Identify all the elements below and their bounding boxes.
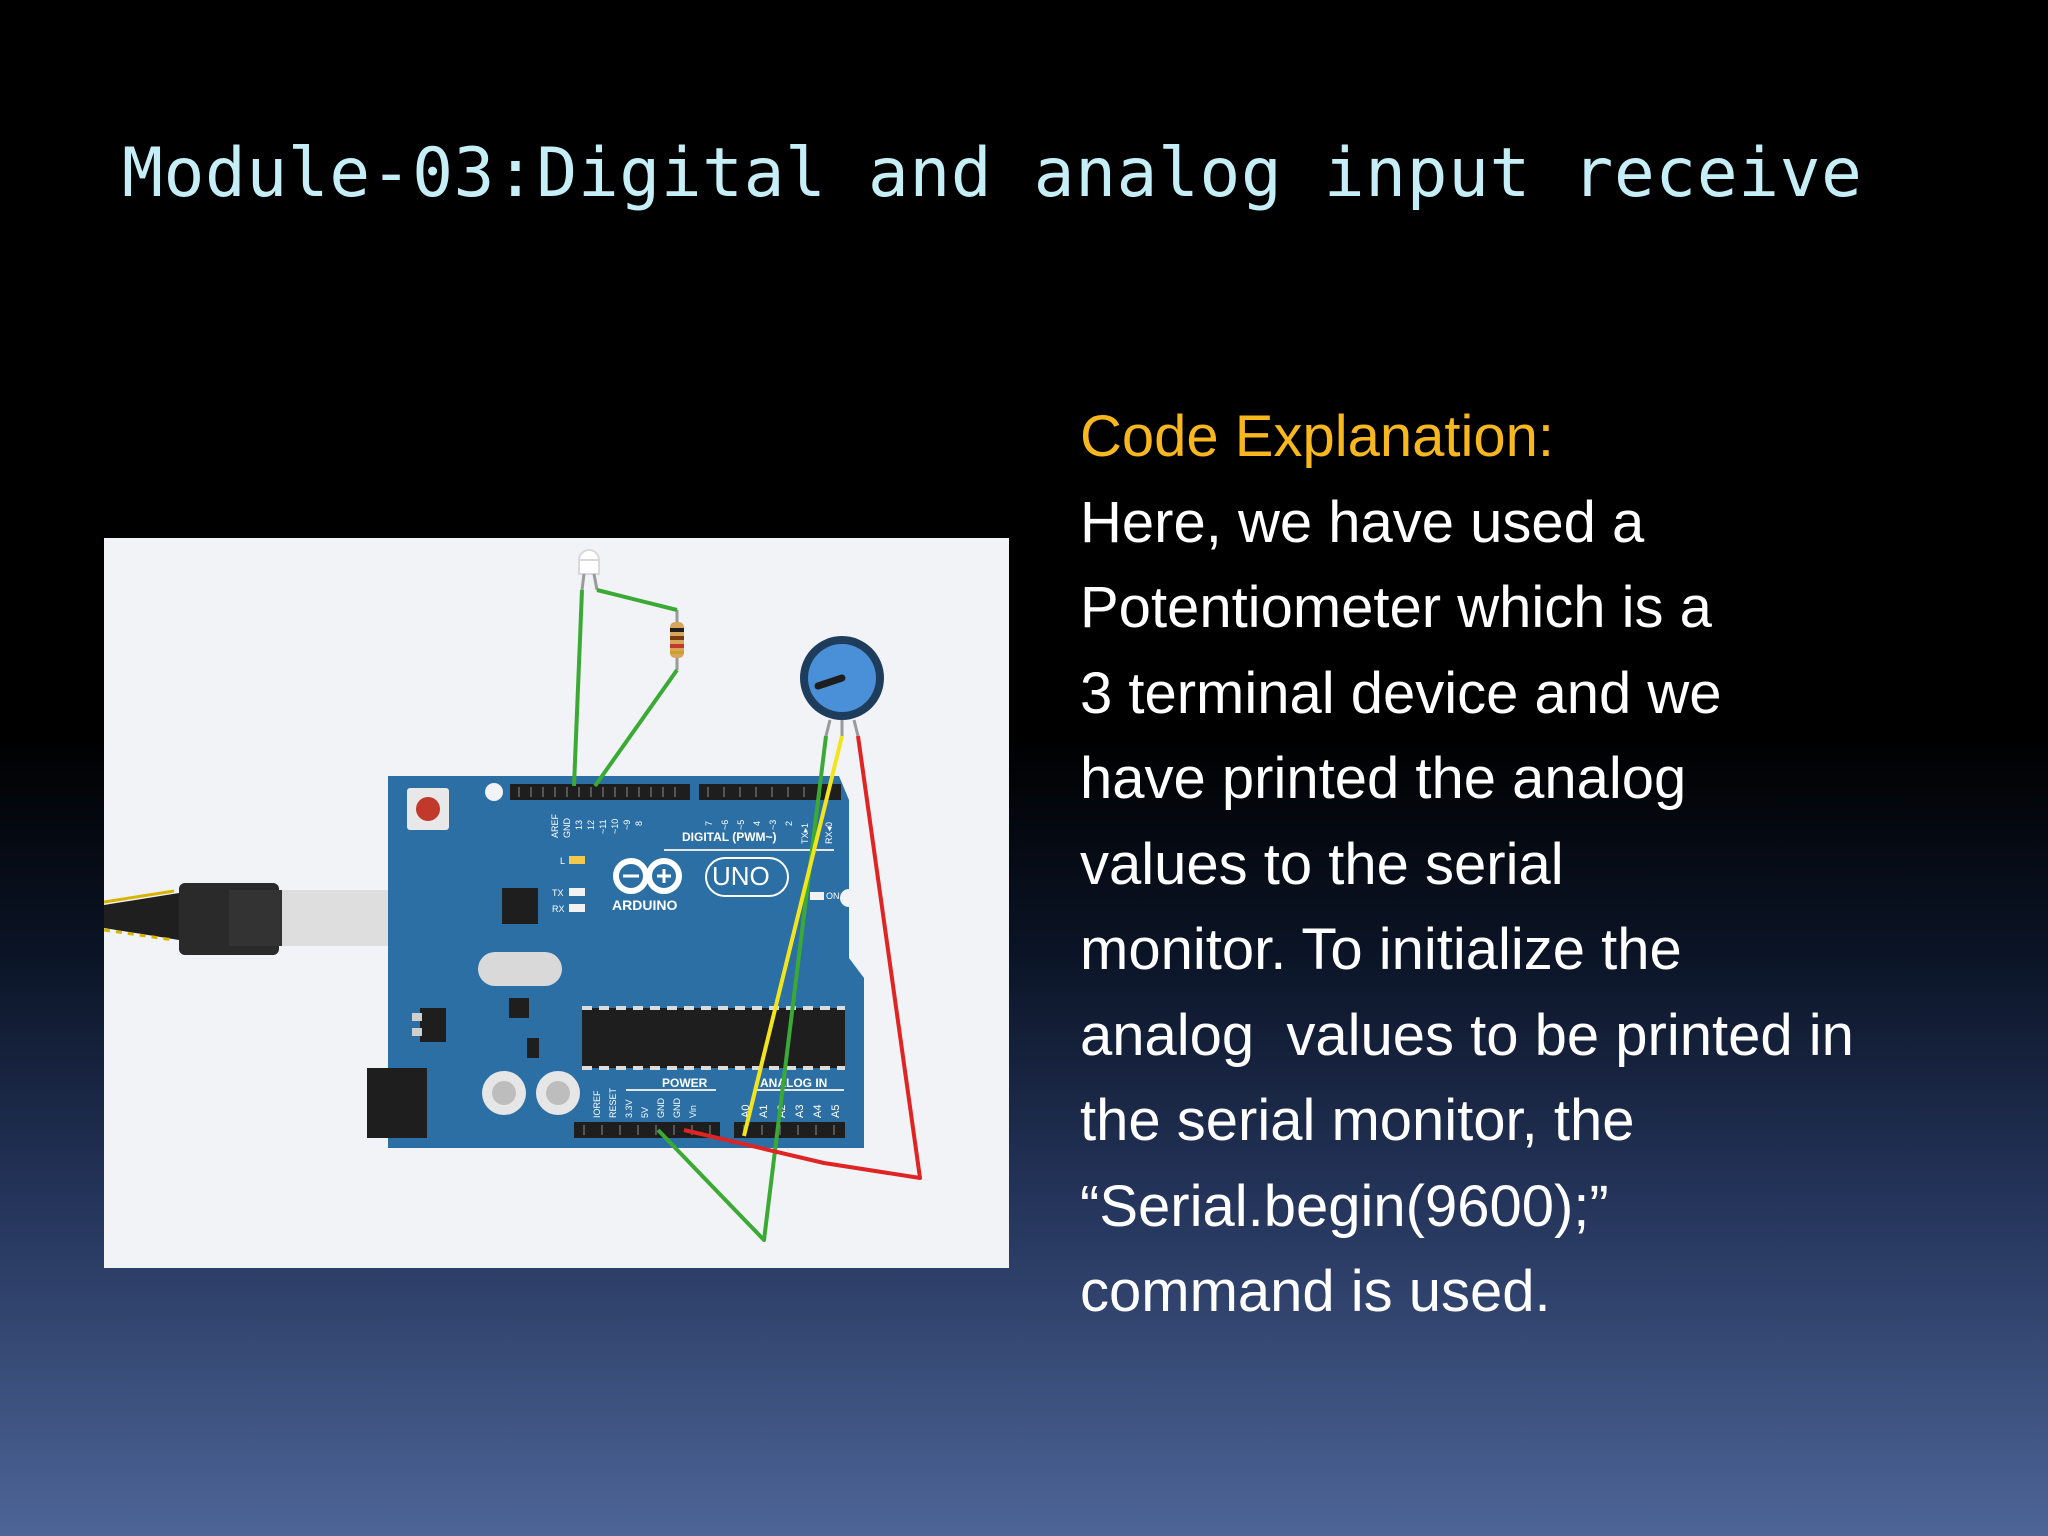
pin-label: GND [672,1098,682,1119]
explanation-line: have printed the analog [1080,746,1687,811]
explanation-line: monitor. To initialize the [1080,917,1682,982]
pin-label: 3.3V [624,1099,634,1118]
usb-cable [104,883,398,955]
pin-label: 12 [586,820,596,830]
pin-label: TX▸1 [800,823,810,844]
explanation-line: values to the serial [1080,831,1564,897]
crystal [478,952,562,986]
pin-label: ~5 [736,820,746,830]
uno-label: UNO [712,861,770,891]
wire-resistor-pin13 [593,668,679,788]
mount-hole [840,889,858,907]
pin-label: 4 [752,821,762,826]
on-label: ON [826,891,840,901]
wire-pot-5v [683,735,922,1180]
pin-label: RESET [608,1087,618,1118]
explanation-line: Potentiometer which is a [1080,575,1712,640]
explanation-line: “Serial.begin(9600);” [1080,1173,1609,1239]
wire-led-gnd [572,589,584,787]
led-label-rx: RX [552,904,565,914]
pin-label: AREF [550,813,560,838]
digital-header [699,784,841,800]
power-jack [367,1068,427,1138]
pin-label: 7 [704,821,714,826]
arduino-logo-icon [613,858,682,894]
pin-label: A3 [794,1105,806,1118]
resistor-component [670,610,684,670]
slide-title: Module-03:Digital and analog input recei… [122,134,1863,213]
pin-label: 5V [640,1107,650,1118]
pin-label: 2 [784,821,794,826]
arduino-uno-board [367,776,864,1148]
explanation-line: Here, we have used a [1080,489,1645,555]
code-explanation: Code Explanation: Here, we have used a P… [1080,394,2020,1335]
circuit-diagram: DIGITAL (PWM~) ARDUINO UNO POWER ANALOG … [104,549,922,1242]
explanation-line: analog values to be printed in [1080,1002,1854,1068]
pin-label: ~9 [622,820,632,830]
pin-label: 8 [634,821,644,826]
pin-label: GND [562,818,572,839]
explanation-line: 3 terminal device and we [1080,660,1722,726]
led-label-l: L [560,856,565,866]
explanation-line: the serial monitor, the [1080,1088,1635,1153]
led-label-tx: TX [552,888,564,898]
wire-led-resistor [596,588,678,612]
pin-label: ~6 [720,820,730,830]
wires [572,588,922,1242]
pin-label: A5 [830,1105,842,1118]
pin-label: A1 [758,1105,770,1118]
explanation-line: command is used. [1080,1259,1551,1324]
pin-label: ~10 [610,819,620,834]
pin-label: ~11 [598,819,608,834]
mount-hole [485,783,503,801]
arduino-circuit-image: DIGITAL (PWM~) ARDUINO UNO POWER ANALOG … [104,538,1009,1268]
pin-label: 13 [574,820,584,830]
microcontroller-chip [582,1008,845,1068]
digital-header-label: DIGITAL (PWM~) [682,830,777,844]
power-header [574,1122,720,1138]
arduino-logo-text: ARDUINO [612,897,677,913]
pin-label: RX◂0 [824,822,834,844]
pin-label: GND [656,1098,666,1119]
analog-in-label: ANALOG IN [760,1076,827,1090]
pin-label: IOREF [592,1090,602,1118]
analog-header [734,1122,845,1138]
code-explanation-heading: Code Explanation: [1080,404,1554,469]
power-label: POWER [662,1076,708,1090]
potentiometer [800,636,884,737]
pin-label: Vin [688,1105,698,1118]
pin-label: A4 [812,1105,824,1118]
wire-pot-gnd [656,735,828,1242]
led-component [578,549,600,591]
pin-label: ~3 [768,820,778,830]
wire-pot-signal [742,735,844,1137]
